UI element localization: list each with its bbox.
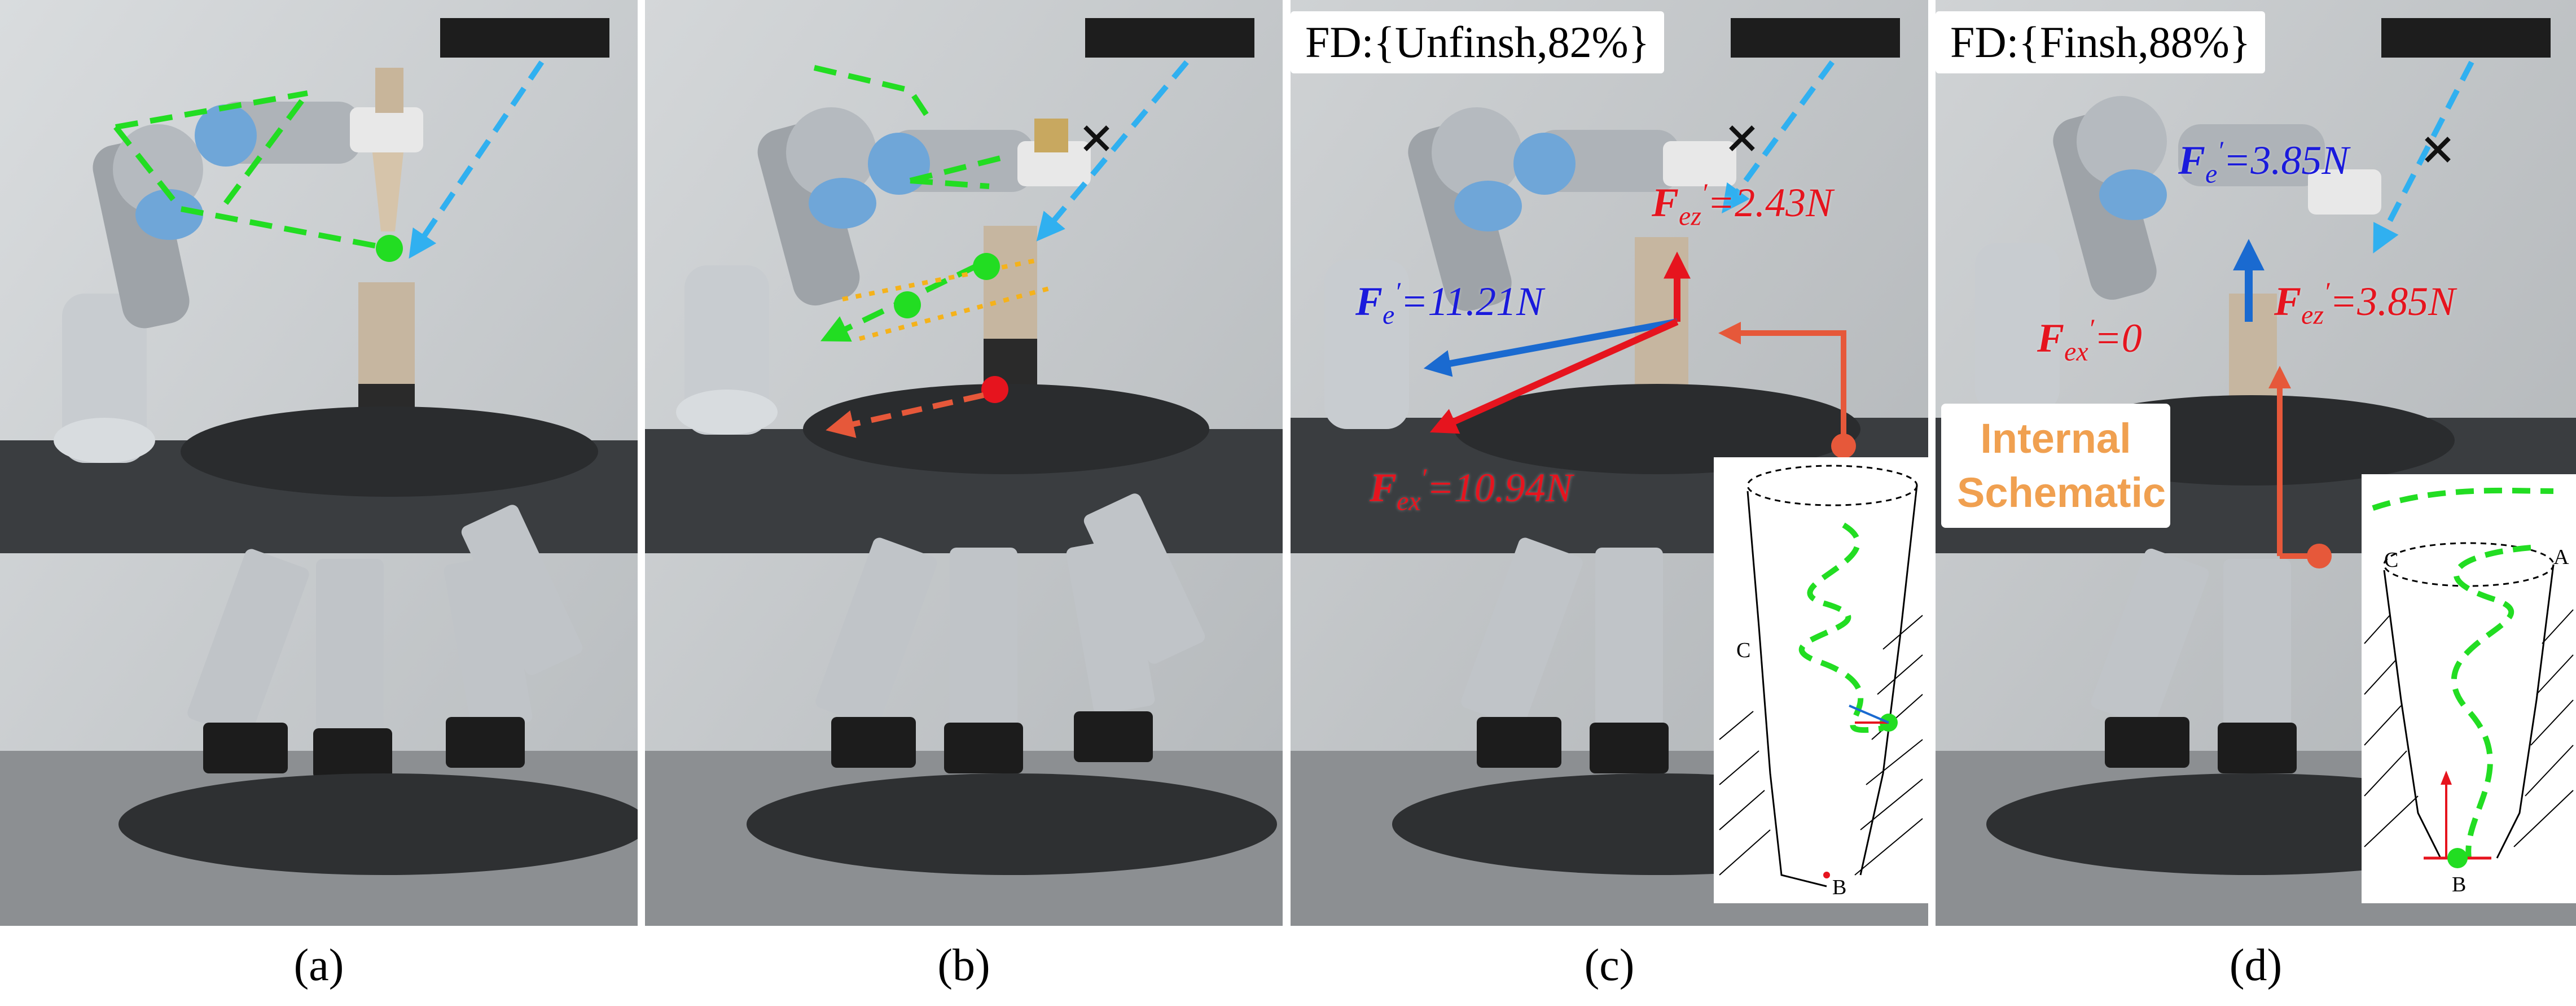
camera-icon — [1085, 18, 1254, 58]
target-cross-icon — [1083, 125, 1109, 151]
hexapod-legs — [815, 493, 1205, 728]
internal-schematic-label: Internal Schematic — [1941, 404, 2170, 528]
caption-b: (b) — [937, 941, 990, 990]
force-x-arrow — [1429, 318, 1679, 434]
force-z-label-c: Fez′=2.43N — [1652, 178, 1833, 231]
panel-a — [0, 0, 638, 926]
robot-arm — [676, 107, 1091, 435]
point-c-label: C — [2384, 548, 2399, 572]
camera-view-arrow — [409, 60, 545, 259]
point-b-label: B — [2452, 873, 2467, 896]
robot-arm — [1975, 96, 2381, 412]
fd-status-d: FD:{Finsh,88%} — [1936, 11, 2266, 73]
red-point — [981, 376, 1008, 403]
force-z-label-d: Fez′=3.85N — [2274, 277, 2456, 330]
robot-arm — [1324, 107, 1736, 429]
camera-icon — [1731, 18, 1900, 58]
caption-c: (c) — [1584, 941, 1635, 990]
point-a-label: A — [2553, 545, 2569, 569]
panel-c: FD:{Unfinsh,82%} Fez′=2.43N Fe′=11.21N F… — [1291, 0, 1928, 926]
hexapod-legs — [2091, 548, 2291, 728]
orange-guide-lines — [842, 257, 1052, 341]
force-x-label-d: Fex′=0 — [2037, 314, 2142, 367]
force-total-label-d: Fe′=3.85N — [2178, 136, 2349, 189]
camera-view-arrow — [1036, 60, 1189, 242]
force-total-arrow — [1423, 318, 1678, 377]
panel-b — [645, 0, 1283, 926]
platform — [803, 384, 1209, 474]
red-dashed-arrow — [826, 392, 985, 438]
link-point — [1831, 434, 1856, 458]
platform — [1454, 384, 1860, 474]
camera-view-arrow — [2373, 60, 2474, 253]
fd-status-c: FD:{Unfinsh,82%} — [1291, 11, 1665, 73]
point-c-label: C — [1736, 638, 1751, 662]
panel-d: FD:{Finsh,88%} Fe′=3.85N Fez′=3.85N Fex′… — [1936, 0, 2576, 926]
target-cross-icon — [2425, 137, 2451, 163]
target-cross-icon — [1729, 125, 1755, 151]
camera-icon — [440, 18, 609, 58]
target-point — [376, 235, 403, 262]
platform — [181, 406, 598, 497]
caption-d: (d) — [2229, 941, 2283, 990]
schematic-link-arrow — [1718, 322, 1846, 446]
trajectory-path — [113, 90, 390, 251]
point-b-label: B — [1832, 876, 1847, 899]
panel-a-photo — [0, 0, 638, 926]
force-total-label-c: Fe′=11.21N — [1355, 277, 1544, 330]
contact-point — [894, 291, 921, 318]
target-point — [973, 253, 1000, 280]
camera-icon — [2381, 18, 2551, 58]
schematic-drawing-d — [2364, 487, 2574, 868]
internal-schematic-d: C A B — [2362, 474, 2576, 903]
hexapod-legs — [1461, 537, 1663, 728]
force-x-label-c: Fex′=10.94N — [1370, 463, 1573, 517]
hexapod-legs — [187, 505, 583, 740]
internal-schematic-c: C B — [1714, 457, 1928, 903]
schematic-drawing-c — [1719, 465, 1923, 887]
panel-b-photo — [645, 0, 1283, 926]
caption-a: (a) — [293, 941, 344, 990]
